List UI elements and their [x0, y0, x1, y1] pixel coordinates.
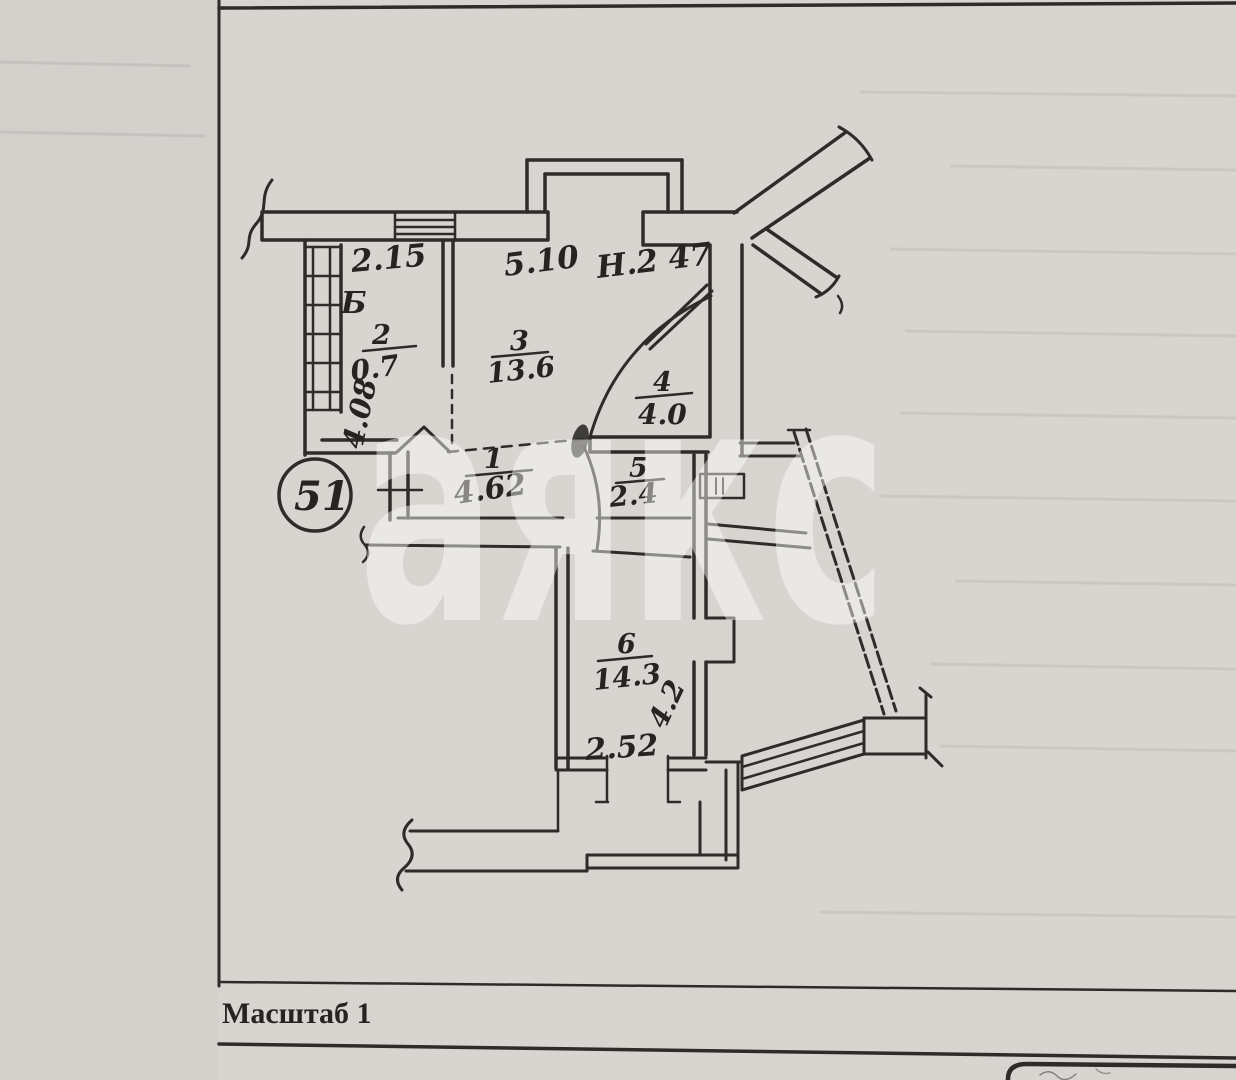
room-4-number: 4 — [653, 367, 672, 398]
document-frame — [217, 0, 1236, 1060]
apartment-number: 51 — [294, 473, 350, 520]
room-6-area: 14.3 — [591, 657, 662, 697]
dim-top-width: 5.10 — [502, 239, 582, 284]
scan-streaks — [0, 60, 1236, 919]
page-left-margin — [0, 0, 219, 1080]
apartment-number-badge: 51 — [277, 457, 353, 533]
dim-bottom-width: 2.52 — [583, 728, 659, 768]
room-3-area: 13.6 — [485, 350, 556, 390]
room-5-number: 5 — [629, 453, 648, 484]
room-3-number: 3 — [510, 326, 529, 357]
balcony-label: Б — [340, 286, 367, 321]
watermark-text: аякс — [358, 314, 888, 698]
dim-top-left-width: 2.15 — [349, 238, 428, 281]
plan-labels: 2.15 5.10 Н.2 47 Б 4.08 2 0.7 3 13.6 4 4… — [336, 236, 715, 768]
stamp-box — [1005, 1061, 1236, 1080]
height-note: Н.2 47 — [594, 236, 715, 286]
room-2-number: 2 — [371, 320, 391, 351]
room-4-area: 4.0 — [638, 398, 687, 431]
room-1-number: 1 — [484, 444, 503, 475]
room-5-area: 2.4 — [606, 476, 659, 514]
room-2-area: 0.7 — [348, 348, 401, 388]
floor-plan-walls — [240, 125, 944, 892]
room-6-number: 6 — [617, 629, 636, 660]
scale-caption: Масштаб 1 — [222, 997, 372, 1030]
